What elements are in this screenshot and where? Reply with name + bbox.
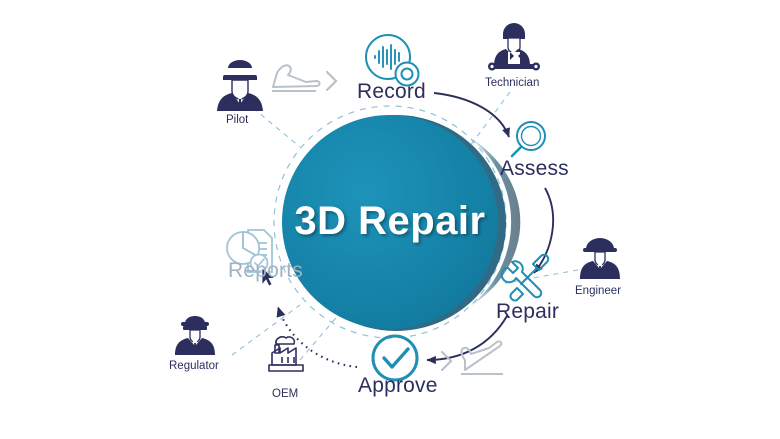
mouse-cursor-icon xyxy=(261,267,277,287)
stage-label-repair[interactable]: Repair xyxy=(496,300,560,323)
audio-waveform-record-icon[interactable] xyxy=(365,34,420,87)
connector-engineer xyxy=(504,269,579,284)
report-chart-document-icon[interactable] xyxy=(226,229,273,273)
stage-label-record[interactable]: Record xyxy=(357,80,426,103)
airplane-landing-icon xyxy=(272,64,321,92)
actor-label-pilot[interactable]: Pilot xyxy=(226,114,249,126)
regulator-avatar-icon[interactable] xyxy=(175,316,215,355)
stage-label-reports[interactable]: Reports xyxy=(228,259,303,282)
actor-label-regulator[interactable]: Regulator xyxy=(169,360,219,372)
core-title: 3D Repair xyxy=(294,199,486,243)
flow-arrows xyxy=(276,92,555,369)
wrench-screwdriver-icon[interactable] xyxy=(500,253,550,302)
chevron-right-icon xyxy=(325,70,338,92)
magnifying-glass-icon[interactable] xyxy=(510,121,546,158)
stage-label-approve[interactable]: Approve xyxy=(358,374,438,397)
check-circle-icon[interactable] xyxy=(371,334,419,382)
actor-label-technician[interactable]: Technician xyxy=(485,77,540,89)
flow-assess-to-repair xyxy=(533,187,555,274)
airplane-takeoff-icon xyxy=(460,340,503,375)
engineer-avatar-icon[interactable] xyxy=(580,238,620,279)
connector-pilot xyxy=(252,107,301,148)
connector-regulator xyxy=(231,304,301,356)
actor-label-engineer[interactable]: Engineer xyxy=(575,285,622,297)
stage-label-assess[interactable]: Assess xyxy=(500,157,569,180)
actor-label-oem[interactable]: OEM xyxy=(272,388,299,400)
flow-approve-to-reports xyxy=(276,306,358,369)
core-sphere xyxy=(282,115,521,331)
chevron-right-icon xyxy=(440,350,453,372)
flow-record-to-assess xyxy=(433,92,510,138)
factory-icon[interactable] xyxy=(268,336,304,372)
flow-repair-to-approve xyxy=(426,315,508,365)
technician-avatar-icon[interactable] xyxy=(488,23,540,71)
connector-technician xyxy=(469,91,511,147)
pilot-avatar-icon[interactable] xyxy=(217,60,263,111)
